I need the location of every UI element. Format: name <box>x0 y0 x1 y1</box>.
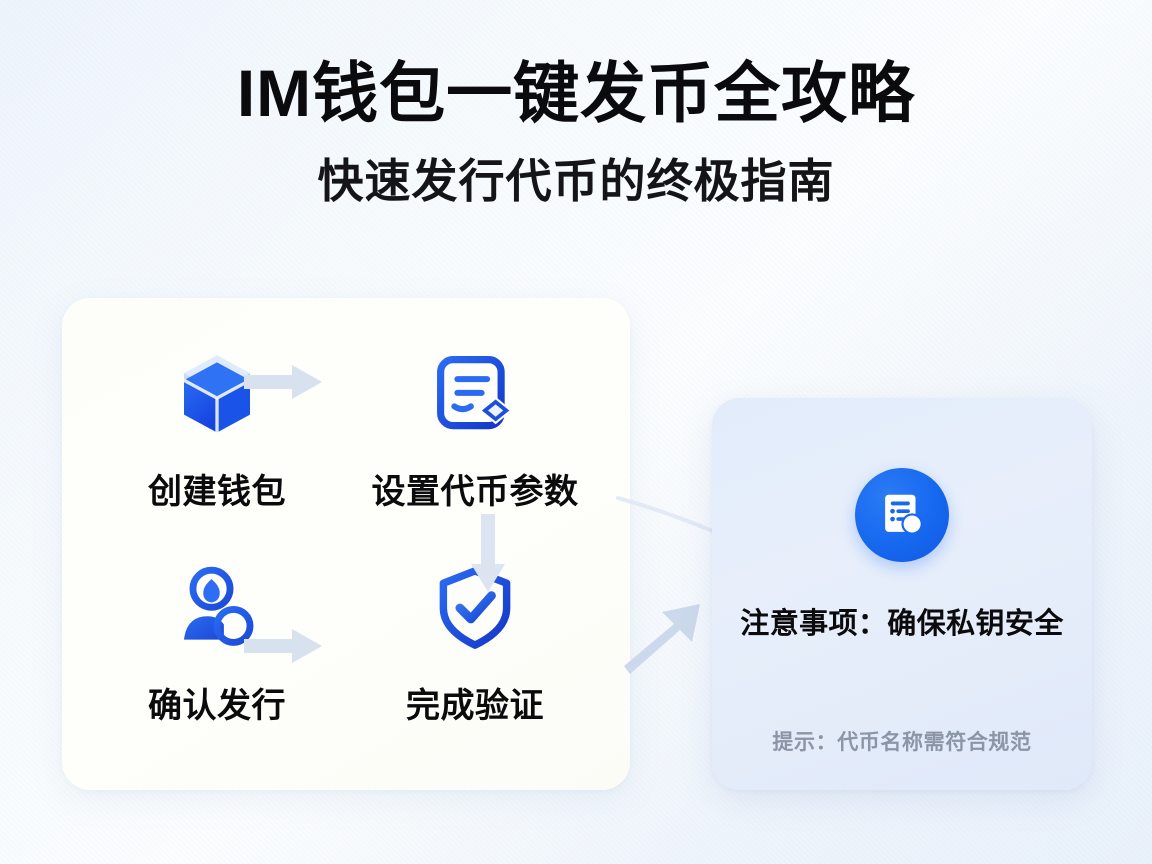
header: IM钱包一键发币全攻略 快速发行代币的终极指南 <box>0 56 1152 211</box>
note-card: 注意事项：确保私钥安全 提示：代币名称需符合规范 <box>712 398 1092 790</box>
arrow-right-top-icon <box>242 362 326 402</box>
flow-step-label: 完成验证 <box>406 687 544 725</box>
page-title: IM钱包一键发币全攻略 <box>236 56 916 130</box>
flow-step-label: 确认发行 <box>148 687 286 725</box>
arrow-down-middle-icon <box>468 512 508 596</box>
flow-step-confirm-issue[interactable]: 确认发行 <box>88 546 346 760</box>
flow-card: 创建钱包 <box>62 298 630 790</box>
flow-step-label: 创建钱包 <box>148 473 286 511</box>
document-token-icon <box>431 350 519 438</box>
page-subtitle: 快速发行代币的终极指南 <box>317 155 835 208</box>
flow-step-create-wallet[interactable]: 创建钱包 <box>88 332 346 546</box>
flow-step-token-params[interactable]: 设置代币参数 <box>346 332 604 546</box>
arrow-right-bottom-icon <box>242 626 326 666</box>
note-title: 注意事项：确保私钥安全 <box>740 608 1064 640</box>
flow-grid: 创建钱包 <box>62 298 630 790</box>
cube-box-icon <box>173 350 261 438</box>
note-hint: 提示：代币名称需符合规范 <box>772 731 1032 754</box>
user-confirm-icon <box>173 564 261 652</box>
flow-step-verified[interactable]: 完成验证 <box>346 546 604 760</box>
flow-step-label: 设置代币参数 <box>371 473 579 511</box>
shield-check-icon <box>431 564 519 652</box>
certificate-badge-icon <box>855 468 949 562</box>
